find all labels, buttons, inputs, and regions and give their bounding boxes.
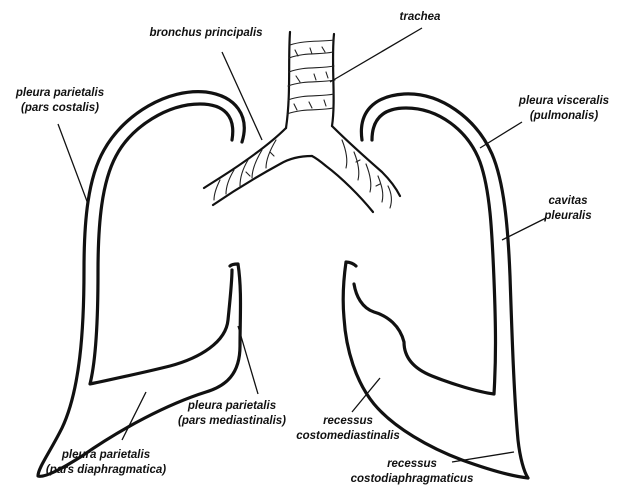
leader-pleura-visceralis xyxy=(479,121,523,149)
label-cavitas-2: pleuralis xyxy=(543,210,591,222)
leader-pleura-mediastinalis xyxy=(237,325,259,395)
trachea-shape xyxy=(284,30,336,130)
label-recessus-costomed-2: costomediastinalis xyxy=(296,430,400,442)
label-pleura-visceralis-2: (pulmonalis) xyxy=(530,110,599,122)
leader-trachea xyxy=(329,27,423,83)
leader-cavitas xyxy=(501,217,547,241)
label-pleura-diaphragmatica-2: (pars diaphragmatica) xyxy=(46,464,166,476)
leader-lines xyxy=(57,27,547,463)
label-recessus-costodiaph-2: costodiaphragmaticus xyxy=(351,473,474,485)
bronchus-shape xyxy=(202,124,402,214)
pleura-visceralis-right xyxy=(352,106,498,396)
label-pleura-diaphragmatica-1: pleura parietalis xyxy=(61,449,150,461)
pleura-visceralis-left xyxy=(88,102,235,386)
label-pleura-mediastinalis-1: pleura parietalis xyxy=(187,400,276,412)
label-trachea: trachea xyxy=(400,11,442,23)
label-recessus-costomed-1: recessus xyxy=(323,415,373,427)
label-pleura-costalis-2: (pars costalis) xyxy=(21,102,99,114)
pleura-parietalis-costalis-right xyxy=(341,92,530,480)
label-pleura-costalis-1: pleura parietalis xyxy=(15,87,104,99)
label-pleura-visceralis-1: pleura visceralis xyxy=(518,95,609,107)
leader-recessus-costodiaph xyxy=(451,451,515,463)
leader-pleura-costalis xyxy=(57,123,89,205)
pleura-parietalis-costalis-left xyxy=(36,90,246,478)
leader-pleura-diaphragmatica xyxy=(121,391,147,441)
label-recessus-costodiaph-1: recessus xyxy=(387,458,437,470)
leader-bronchus xyxy=(221,51,263,141)
label-pleura-mediastinalis-2: (pars mediastinalis) xyxy=(178,415,286,427)
label-cavitas-1: cavitas xyxy=(548,195,587,207)
label-bronchus: bronchus principalis xyxy=(149,27,262,39)
labels: trachea bronchus principalis pleura pari… xyxy=(15,11,609,485)
leader-recessus-costomed xyxy=(351,377,381,413)
